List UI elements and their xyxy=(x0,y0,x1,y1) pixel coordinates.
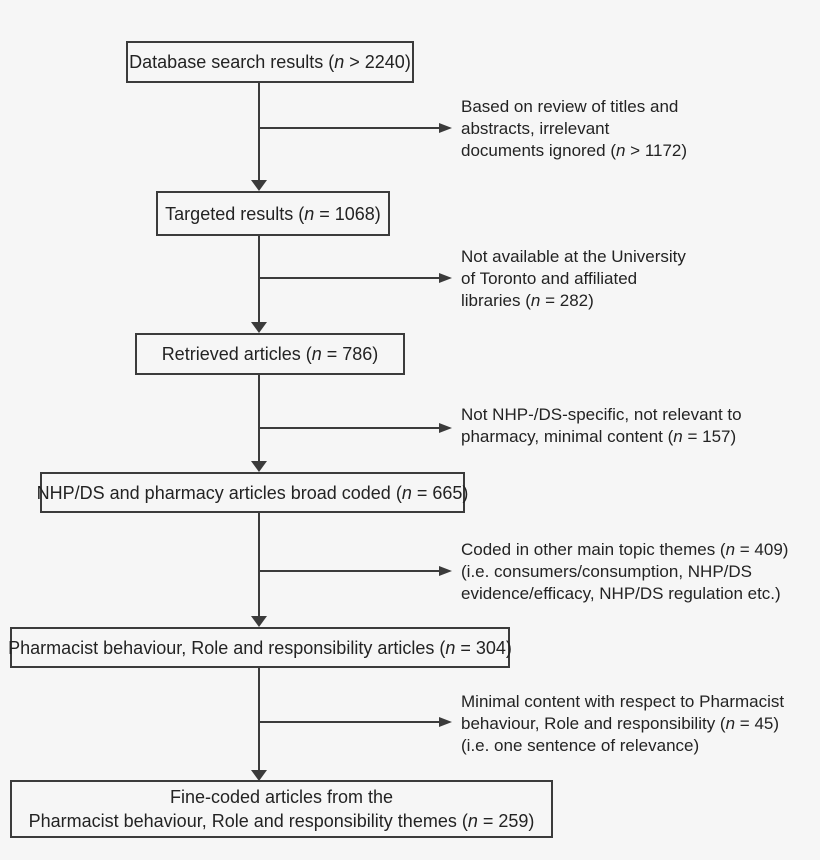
label-text: Database search results ( xyxy=(129,52,335,72)
connector-line-horizontal-4 xyxy=(259,570,440,572)
exclusion-note-minimal-content: Minimal content with respect to Pharmaci… xyxy=(461,691,813,757)
note-count: = 45) xyxy=(735,714,780,733)
note-n-italic: n xyxy=(725,714,736,733)
arrow-down-icon xyxy=(251,461,267,472)
note-n-italic: n xyxy=(530,291,541,310)
box-label-line1: Fine-coded articles from the xyxy=(169,787,394,807)
note-text: pharmacy, minimal content ( xyxy=(461,427,674,446)
exclusion-note-other-themes: Coded in other main topic themes (n = 40… xyxy=(461,539,813,605)
note-line: of Toronto and affiliated xyxy=(461,268,813,290)
note-n-italic: n xyxy=(725,540,736,559)
label-n-italic: n xyxy=(311,344,322,364)
arrow-right-icon xyxy=(439,717,452,727)
label-count: = 304) xyxy=(455,637,512,658)
connector-line-vertical-2 xyxy=(258,235,260,323)
note-text: (i.e. one sentence of relevance) xyxy=(461,736,700,755)
note-line: (i.e. consumers/consumption, NHP/DS xyxy=(461,561,813,583)
label-n-italic: n xyxy=(334,52,345,72)
box-label: NHP/DS and pharmacy articles broad coded… xyxy=(37,481,469,505)
note-line: behaviour, Role and responsibility (n = … xyxy=(461,713,813,735)
note-text: (i.e. consumers/consumption, NHP/DS xyxy=(461,562,752,581)
note-text: documents ignored ( xyxy=(461,141,616,160)
connector-line-horizontal-3 xyxy=(259,427,440,429)
arrow-right-icon xyxy=(439,566,452,576)
label-n-italic: n xyxy=(401,482,412,503)
arrow-right-icon xyxy=(439,273,452,283)
connector-line-horizontal-5 xyxy=(259,721,440,723)
label-text: Targeted results ( xyxy=(165,203,305,224)
note-text: abstracts, irrelevant xyxy=(461,119,610,138)
note-n-italic: n xyxy=(673,427,683,446)
note-count: > 1172) xyxy=(625,141,688,160)
box-label: Targeted results (n = 1068) xyxy=(165,202,381,226)
label-text: Pharmacist behaviour, Role and responsib… xyxy=(8,637,446,658)
note-text: of Toronto and affiliated xyxy=(461,269,638,288)
arrow-down-icon xyxy=(251,322,267,333)
label-text: NHP/DS and pharmacy articles broad coded… xyxy=(36,482,402,503)
label-count: = 786) xyxy=(321,344,379,364)
note-text: Not available at the University xyxy=(461,247,686,266)
box-label: Database search results (n > 2240) xyxy=(129,50,411,74)
flow-box-pharmacist-behaviour-articles: Pharmacist behaviour, Role and responsib… xyxy=(8,627,512,668)
note-line: pharmacy, minimal content (n = 157) xyxy=(461,426,813,448)
connector-line-vertical-5 xyxy=(258,667,260,771)
flow-box-broad-coded-articles: NHP/DS and pharmacy articles broad coded… xyxy=(37,472,468,513)
label-n-italic: n xyxy=(304,203,315,224)
connector-line-horizontal-1 xyxy=(259,127,440,129)
flow-box-database-search-results: Database search results (n > 2240) xyxy=(126,41,414,83)
note-n-italic: n xyxy=(615,141,626,160)
flow-box-retrieved-articles: Retrieved articles (n = 786) xyxy=(135,333,405,375)
label-text: Retrieved articles ( xyxy=(161,344,312,364)
label-n-italic: n xyxy=(467,811,478,831)
note-text: Coded in other main topic themes ( xyxy=(461,540,726,559)
note-text: Based on review of titles and xyxy=(461,97,679,116)
exclusion-note-not-available: Not available at the University of Toron… xyxy=(461,246,813,312)
note-count: = 409) xyxy=(735,540,789,559)
connector-line-vertical-1 xyxy=(258,83,260,182)
note-line: evidence/efficacy, NHP/DS regulation etc… xyxy=(461,583,813,605)
arrow-right-icon xyxy=(439,123,452,133)
arrow-down-icon xyxy=(251,616,267,627)
exclusion-note-irrelevant-documents: Based on review of titles and abstracts,… xyxy=(461,96,813,162)
flow-box-fine-coded-articles: Fine-coded articles from the Pharmacist … xyxy=(10,780,553,838)
note-text: libraries ( xyxy=(461,291,531,310)
note-text: behaviour, Role and responsibility ( xyxy=(461,714,726,733)
connector-line-vertical-4 xyxy=(258,512,260,617)
note-text: evidence/efficacy, NHP/DS regulation etc… xyxy=(461,584,781,603)
note-text: Not NHP-/DS-specific, not relevant to xyxy=(461,405,742,424)
arrow-right-icon xyxy=(439,423,452,433)
note-count: = 282) xyxy=(540,291,594,310)
note-line: (i.e. one sentence of relevance) xyxy=(461,735,813,757)
label-count: = 259) xyxy=(477,811,535,831)
box-label: Pharmacist behaviour, Role and responsib… xyxy=(8,636,512,660)
label-count: = 1068) xyxy=(314,203,381,224)
note-line: abstracts, irrelevant xyxy=(461,118,813,140)
label-count: > 2240) xyxy=(344,52,411,72)
note-line: Coded in other main topic themes (n = 40… xyxy=(461,539,813,561)
note-line: Not NHP-/DS-specific, not relevant to xyxy=(461,404,813,426)
box-label-line2: Pharmacist behaviour, Role and responsib… xyxy=(29,809,535,833)
note-line: documents ignored (n > 1172) xyxy=(461,140,813,162)
label-n-italic: n xyxy=(445,637,456,658)
note-count: = 157) xyxy=(682,427,737,446)
note-line: Minimal content with respect to Pharmaci… xyxy=(461,691,813,713)
note-line: Not available at the University xyxy=(461,246,813,268)
label-count: = 665) xyxy=(411,482,469,503)
note-line: libraries (n = 282) xyxy=(461,290,813,312)
connector-line-horizontal-2 xyxy=(259,277,440,279)
connector-line-vertical-3 xyxy=(258,374,260,462)
label-text: Pharmacist behaviour, Role and responsib… xyxy=(28,811,468,831)
flow-box-targeted-results: Targeted results (n = 1068) xyxy=(156,191,390,236)
box-label: Retrieved articles (n = 786) xyxy=(162,342,379,366)
arrow-down-icon xyxy=(251,770,267,781)
note-text: Minimal content with respect to Pharmaci… xyxy=(461,692,785,711)
note-line: Based on review of titles and xyxy=(461,96,813,118)
exclusion-note-not-specific: Not NHP-/DS-specific, not relevant to ph… xyxy=(461,404,813,448)
arrow-down-icon xyxy=(251,180,267,191)
